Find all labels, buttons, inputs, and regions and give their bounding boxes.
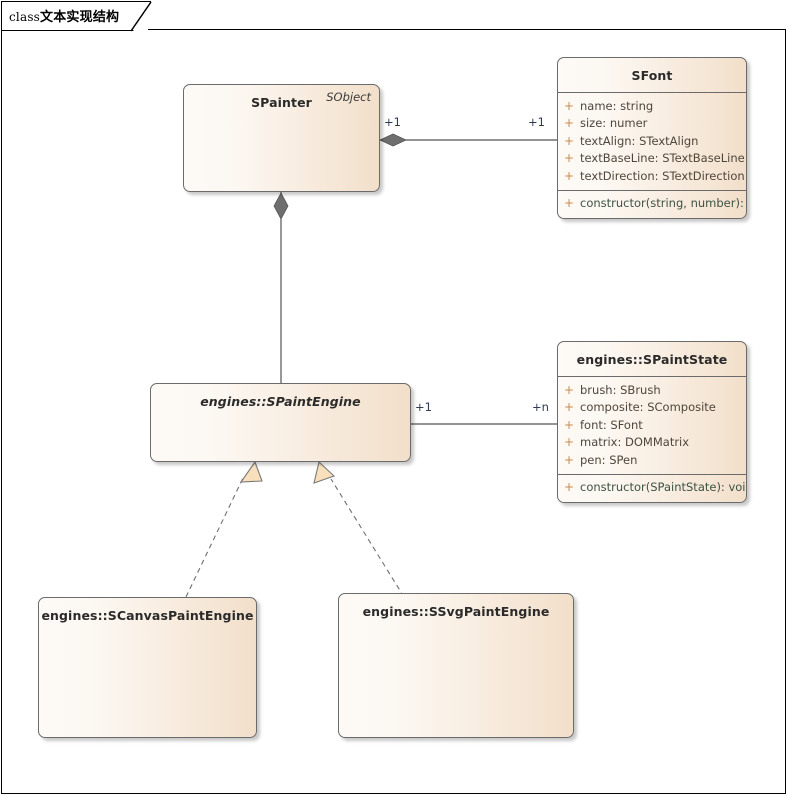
relationship-svg-realization [313, 460, 405, 598]
relationship-canvas-realization [185, 460, 263, 598]
class-header-scanvaspaintengine: engines::SCanvasPaintEngine [39, 598, 256, 632]
attribute-list-sfont: + name: string + size: numer + textAlign… [558, 93, 746, 191]
class-header-spaintengine: engines::SPaintEngine [151, 384, 410, 418]
multiplicity-painter-font-target: +1 [528, 115, 545, 129]
composition-diamond-painter-font [379, 133, 407, 147]
attribute-row: + size: numer [558, 115, 746, 133]
method-row: + constructor(SPaintState): void [558, 479, 746, 497]
visibility-marker: + [563, 400, 575, 415]
method-list-sfont: + constructor(string, number): void [558, 191, 746, 218]
attribute-row: + composite: SComposite [558, 399, 746, 417]
diagram-title-keyword: class [9, 10, 41, 24]
visibility-marker: + [563, 151, 575, 166]
realization-triangle-canvas [239, 460, 263, 483]
multiplicity-engine-state-source: +1 [415, 400, 432, 414]
class-name-sfont: SFont [631, 67, 673, 83]
class-name-scanvaspaintengine: engines::SCanvasPaintEngine [41, 607, 254, 623]
visibility-marker: + [563, 168, 575, 183]
visibility-marker: + [563, 452, 575, 467]
visibility-marker: + [563, 382, 575, 397]
multiplicity-engine-state-target: +n [532, 400, 549, 414]
multiplicity-painter-font-source: +1 [384, 115, 401, 129]
method-list-spaintstate: + constructor(SPaintState): void [558, 475, 746, 502]
class-box-scanvaspaintengine[interactable]: engines::SCanvasPaintEngine [38, 597, 257, 738]
class-name-spaintstate: engines::SPaintState [576, 351, 728, 367]
attribute-list-spaintstate: + brush: SBrush + composite: SComposite … [558, 377, 746, 475]
attribute-row: + font: SFont [558, 416, 746, 434]
attribute-row: + name: string [558, 97, 746, 115]
diagram-frame-top-edge [148, 29, 786, 30]
visibility-marker: + [563, 116, 575, 131]
visibility-marker: + [563, 480, 575, 495]
attribute-text: textBaseLine: STextBaseLine [580, 151, 745, 166]
attribute-text: textDirection: STextDirection [580, 168, 745, 183]
class-header-spaintstate: engines::SPaintState [558, 342, 746, 377]
attribute-text: textAlign: STextAlign [580, 133, 699, 148]
visibility-marker: + [563, 133, 575, 148]
class-header-sfont: SFont [558, 58, 746, 93]
relationship-painter-engine [273, 192, 289, 383]
diagram-title-text: 文本实现结构 [40, 10, 120, 25]
class-box-spainter[interactable]: SObject SPainter [183, 84, 380, 192]
relationship-painter-font [379, 133, 557, 147]
attribute-row: + textBaseLine: STextBaseLine [558, 150, 746, 168]
method-row: + constructor(string, number): void [558, 195, 746, 213]
visibility-marker: + [563, 435, 575, 450]
class-box-sfont[interactable]: SFont + name: string + size: numer + tex… [557, 57, 747, 219]
method-text: constructor(SPaintState): void [580, 480, 747, 495]
realization-triangle-svg [313, 460, 336, 484]
visibility-marker: + [563, 196, 575, 211]
method-text: constructor(string, number): void [580, 196, 746, 211]
visibility-marker: + [563, 417, 575, 432]
attribute-text: pen: SPen [580, 452, 638, 467]
attribute-text: brush: SBrush [580, 382, 661, 397]
diagram-title-tab-diagonal [130, 1, 152, 32]
class-name-spainter: SPainter [251, 94, 312, 110]
attribute-text: size: numer [580, 116, 648, 131]
class-stereotype-spainter: SObject [326, 90, 371, 104]
class-header-spainter: SObject SPainter [184, 85, 379, 119]
attribute-text: font: SFont [580, 417, 643, 432]
attribute-row: + matrix: DOMMatrix [558, 434, 746, 452]
diagram-title: class文本实现结构 [9, 6, 119, 25]
attribute-text: matrix: DOMMatrix [580, 435, 690, 450]
composition-diamond-painter-engine [273, 192, 289, 220]
class-box-spaintstate[interactable]: engines::SPaintState + brush: SBrush + c… [557, 341, 747, 503]
class-box-spaintengine[interactable]: engines::SPaintEngine [150, 383, 411, 462]
diagram-title-tab [1, 1, 151, 31]
attribute-row: + textDirection: STextDirection [558, 167, 746, 185]
attribute-row: + pen: SPen [558, 451, 746, 469]
class-box-ssvgpaintengine[interactable]: engines::SSvgPaintEngine [338, 593, 574, 738]
class-name-ssvgpaintengine: engines::SSvgPaintEngine [362, 603, 550, 619]
visibility-marker: + [563, 98, 575, 113]
attribute-row: + brush: SBrush [558, 381, 746, 399]
class-header-ssvgpaintengine: engines::SSvgPaintEngine [339, 594, 573, 628]
attribute-text: name: string [580, 98, 654, 113]
attribute-text: composite: SComposite [580, 400, 716, 415]
attribute-row: + textAlign: STextAlign [558, 132, 746, 150]
class-name-spaintengine: engines::SPaintEngine [200, 393, 361, 409]
